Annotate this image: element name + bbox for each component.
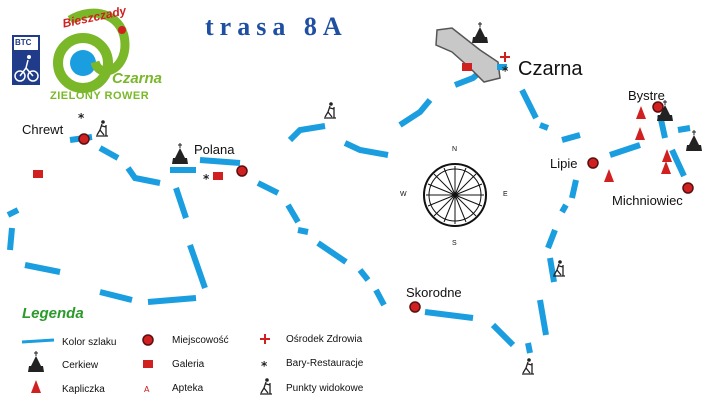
health-center-icon: [500, 52, 510, 62]
viewpoint-icon: [552, 259, 566, 277]
health-center-icon: [260, 334, 270, 344]
chapel-icon: [661, 161, 671, 174]
pharmacy-icon: A: [144, 385, 150, 394]
legend-icons: A *: [21, 334, 273, 395]
map-markers: * * *: [33, 21, 703, 375]
bar-icon: *: [502, 64, 509, 78]
place-polana: Polana: [194, 142, 235, 157]
place-chrewt: Chrewt: [22, 122, 64, 137]
trail-route: [6, 69, 691, 354]
legend-gallery: Galeria: [172, 359, 205, 370]
church-icon: [27, 350, 45, 373]
gallery-icon: [33, 170, 43, 178]
chapel-icon: [604, 169, 614, 182]
logo-subtitle: ZIELONY ROWER: [50, 90, 150, 102]
town-dot-icon: [236, 165, 248, 177]
compass-rose-icon: [423, 163, 487, 227]
town-dot-icon: [587, 157, 599, 169]
route-color-icon: [21, 338, 55, 344]
chapel-icon: [635, 127, 645, 140]
place-lipie: Lipie: [550, 156, 578, 171]
legend-pharmacy: Apteka: [172, 383, 204, 394]
place-bystre: Bystre: [628, 88, 665, 103]
logo-badge-text: BTC: [15, 38, 32, 47]
viewpoint-icon: [521, 357, 535, 375]
page-title: trasa 8A: [205, 12, 348, 41]
compass-north-label: N: [452, 146, 458, 153]
place-czarna: Czarna: [518, 58, 583, 80]
compass-east-label: E: [503, 191, 508, 198]
town-dot-icon: [409, 301, 421, 313]
compass-west-label: W: [400, 191, 407, 198]
czarna-village-area: [435, 27, 501, 83]
legend-chapel: Kapliczka: [62, 384, 105, 395]
town-dot-icon: [652, 101, 664, 113]
town-dot-icon: [682, 182, 694, 194]
viewpoint-icon: [259, 377, 273, 395]
legend-health: Ośrodek Zdrowia: [286, 334, 363, 345]
town-dot-icon: [78, 133, 90, 145]
church-icon: [685, 129, 703, 152]
legend-viewpoint: Punkty widokowe: [286, 383, 364, 394]
viewpoint-icon: [323, 101, 337, 119]
church-icon: [471, 21, 489, 44]
legend-town: Miejscowość: [172, 335, 229, 346]
viewpoint-icon: [95, 119, 109, 137]
legend-route: Kolor szlaku: [62, 337, 117, 348]
town-dot-icon: [142, 334, 154, 346]
bar-icon: *: [203, 172, 210, 186]
gallery-icon: [143, 360, 153, 368]
logo-name: Czarna: [112, 70, 163, 87]
chapel-icon: [636, 106, 646, 119]
place-michniowiec: Michniowiec: [612, 193, 683, 208]
cyclist-icon: [12, 35, 40, 85]
place-skorodne: Skorodne: [406, 285, 462, 300]
bar-icon: *: [78, 111, 85, 125]
compass-south-label: S: [452, 240, 457, 247]
gallery-icon: [213, 172, 223, 180]
church-icon: [171, 142, 189, 165]
chapel-icon: [31, 380, 41, 393]
legend-bar: Bary-Restauracje: [286, 358, 364, 369]
logo-graphic: [53, 8, 130, 93]
gallery-icon: [462, 63, 472, 71]
bar-icon: *: [261, 359, 268, 373]
legend-church: Cerkiew: [62, 360, 99, 371]
legend-title: Legenda: [22, 305, 84, 322]
